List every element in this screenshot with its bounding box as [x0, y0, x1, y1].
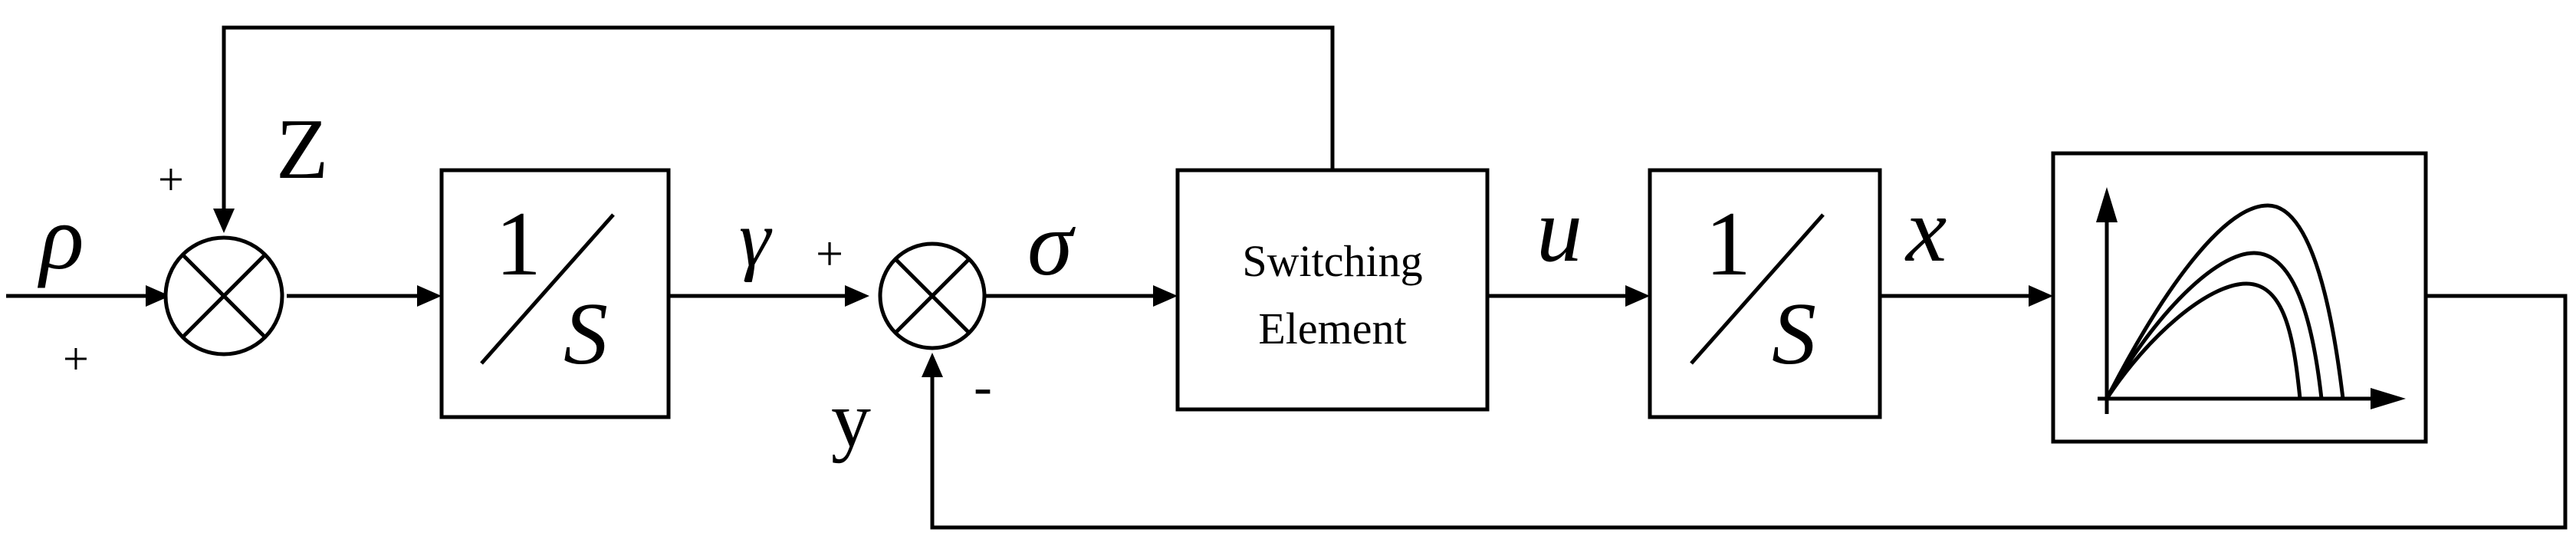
integrator-2-numerator: 1	[1705, 192, 1751, 294]
integrator-block-2: 1 S	[1648, 168, 1882, 419]
plant-curve-inner	[2104, 281, 2302, 400]
summing-junction-1	[163, 235, 284, 356]
u-label: u	[1536, 179, 1582, 281]
summing-junction-2	[878, 242, 987, 350]
plant-curve-middle	[2104, 251, 2324, 400]
gamma-plus-sign: +	[816, 226, 843, 281]
switching-element-block: Switching Element	[1175, 168, 1490, 412]
y-minus-sign: -	[974, 356, 992, 417]
z-arrowhead	[213, 209, 235, 233]
x-arrowhead	[2029, 285, 2053, 307]
gamma-arrowhead	[845, 285, 869, 307]
sigma-label: σ	[1027, 192, 1076, 294]
integrator-block-1: 1 S	[439, 168, 671, 419]
sigma-arrowhead	[1153, 285, 1178, 307]
plant-block	[2051, 151, 2428, 444]
rho-plus-sign: +	[63, 334, 89, 384]
gamma-label: γ	[739, 195, 773, 283]
x-label: x	[1904, 179, 1947, 281]
plant-curve-outer	[2104, 203, 2345, 400]
integrator-2-denominator: S	[1772, 285, 1816, 383]
u-arrowhead	[1625, 285, 1650, 307]
switching-element-label-line1: Switching	[1242, 236, 1422, 286]
y-arrowhead	[922, 353, 943, 377]
integrator-1-numerator: 1	[495, 192, 541, 294]
z-feedback-line	[222, 25, 1335, 222]
plant-y-axis-arrowhead	[2096, 187, 2118, 222]
z-plus-sign: +	[158, 154, 184, 205]
rho-arrowhead	[146, 285, 170, 307]
integrator-2-slash	[1690, 213, 1825, 365]
switching-element-label-line2: Element	[1258, 304, 1406, 353]
y-feedback-line	[930, 294, 2568, 530]
y-label: y	[831, 376, 871, 464]
sum1-to-integrator1-arrowhead	[417, 285, 442, 307]
integrator-1-slash	[480, 213, 615, 365]
z-label: Z	[276, 102, 328, 197]
rho-label: ρ	[37, 186, 84, 288]
integrator-1-denominator: S	[564, 285, 608, 383]
plant-x-axis-arrowhead	[2371, 388, 2406, 409]
